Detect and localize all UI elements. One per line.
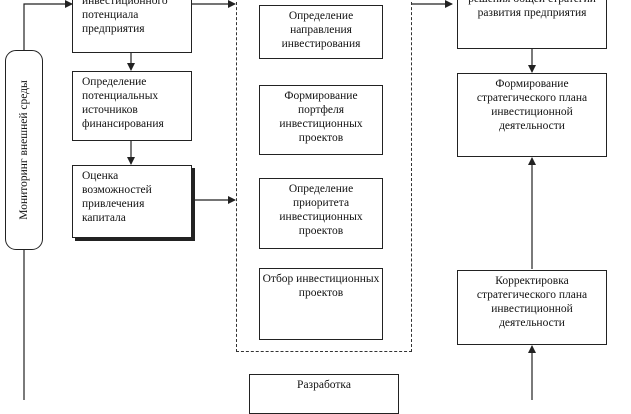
middle-box-2-text: Формирование портфеля инвестиционных про… bbox=[279, 90, 363, 144]
connector-side-to-left-top bbox=[23, 0, 73, 50]
right-box-strategic-plan: Формирование стратегического плана инвес… bbox=[457, 73, 607, 157]
bottom-box-text: Разработка bbox=[297, 379, 351, 391]
left-box-3-text: Оценка возможностей привлечения капитала bbox=[82, 170, 152, 224]
left-box-1-text: инвестиционного потенциала предприятия bbox=[82, 0, 168, 35]
middle-box-1-text: Определение направления инвестирования bbox=[281, 10, 361, 50]
left-box-2-text: Определение потенциальных источников фин… bbox=[82, 76, 164, 130]
middle-box-3-text: Определение приоритета инвестиционных пр… bbox=[279, 183, 363, 237]
middle-dashed-group bbox=[236, 0, 412, 352]
right-box-plan-adjustment: Корректировка стратегического плана инве… bbox=[457, 270, 607, 345]
middle-box-investment-direction: Определение направления инвестирования bbox=[259, 5, 383, 59]
left-box-capital-attraction: Оценка возможностей привлечения капитала bbox=[72, 165, 192, 238]
middle-box-project-portfolio: Формирование портфеля инвестиционных про… bbox=[259, 85, 383, 155]
side-label-text: Мониторинг внешней среды bbox=[18, 80, 30, 220]
middle-box-project-selection: Отбор инвестиционных проектов bbox=[259, 268, 383, 340]
left-box-funding-sources: Определение потенциальных источников фин… bbox=[72, 71, 192, 141]
left-box-investment-potential: инвестиционного потенциала предприятия bbox=[72, 0, 192, 53]
bottom-box-development: Разработка bbox=[249, 374, 399, 414]
right-box-3-text: Корректировка стратегического плана инве… bbox=[476, 275, 588, 329]
middle-box-4-text: Отбор инвестиционных проектов bbox=[262, 273, 380, 299]
side-label-box: Мониторинг внешней среды bbox=[5, 50, 43, 250]
right-box-1-text: решения общей стратегии развития предпри… bbox=[468, 0, 596, 19]
middle-box-project-priority: Определение приоритета инвестиционных пр… bbox=[259, 178, 383, 249]
right-box-2-text: Формирование стратегического плана инвес… bbox=[476, 78, 588, 132]
right-box-strategy-decision: решения общей стратегии развития предпри… bbox=[457, 0, 607, 49]
connector-lines bbox=[23, 0, 536, 400]
